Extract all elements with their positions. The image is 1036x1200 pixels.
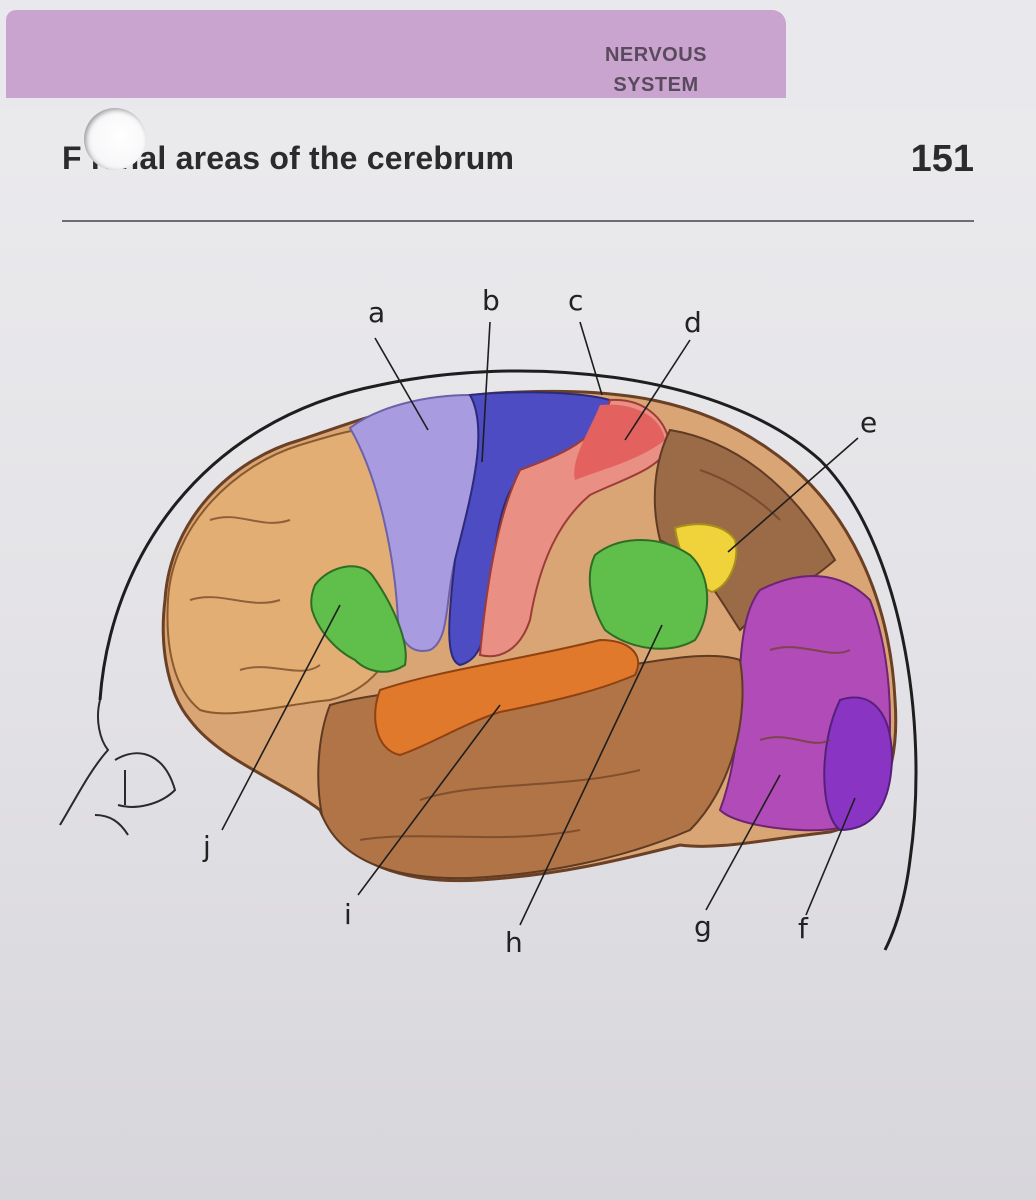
leader-lines <box>221 321 859 926</box>
label-f: f <box>798 912 809 945</box>
label-d: d <box>684 306 702 339</box>
label-h: h <box>505 926 523 959</box>
leader-f <box>805 797 856 916</box>
label-g: g <box>694 910 712 943</box>
leader-e <box>727 437 859 553</box>
leader-c <box>579 321 603 396</box>
leader-a <box>374 337 429 431</box>
section-tab: NERVOUS SYSTEM <box>6 10 786 98</box>
face-outline <box>59 699 177 836</box>
sensory-strip-red <box>574 404 665 480</box>
punch-hole <box>84 108 146 170</box>
section-tab-line1: NERVOUS <box>604 44 708 66</box>
sensory-speech-area <box>588 539 709 650</box>
head-outline <box>98 369 918 951</box>
label-e: e <box>860 406 877 439</box>
leader-h <box>519 624 663 926</box>
title-rule <box>62 220 974 222</box>
section-tab-label: NERVOUS SYSTEM <box>566 40 746 100</box>
label-b: b <box>482 284 500 317</box>
sulci-lines <box>189 469 851 841</box>
label-c: c <box>568 284 583 317</box>
motor-speech-area <box>310 565 407 673</box>
label-i: i <box>344 898 352 931</box>
premotor-area <box>348 393 480 652</box>
leader-i <box>357 704 501 896</box>
auditory-area <box>374 638 640 757</box>
label-j: j <box>202 830 211 863</box>
page-number: 151 <box>910 138 974 180</box>
label-a: a <box>368 296 385 329</box>
primary-visual-area <box>823 696 894 832</box>
leader-g <box>705 774 781 911</box>
leader-j <box>221 604 341 831</box>
section-tab-line2: SYSTEM <box>613 74 699 96</box>
leader-d <box>624 339 691 441</box>
leader-b <box>481 321 491 463</box>
